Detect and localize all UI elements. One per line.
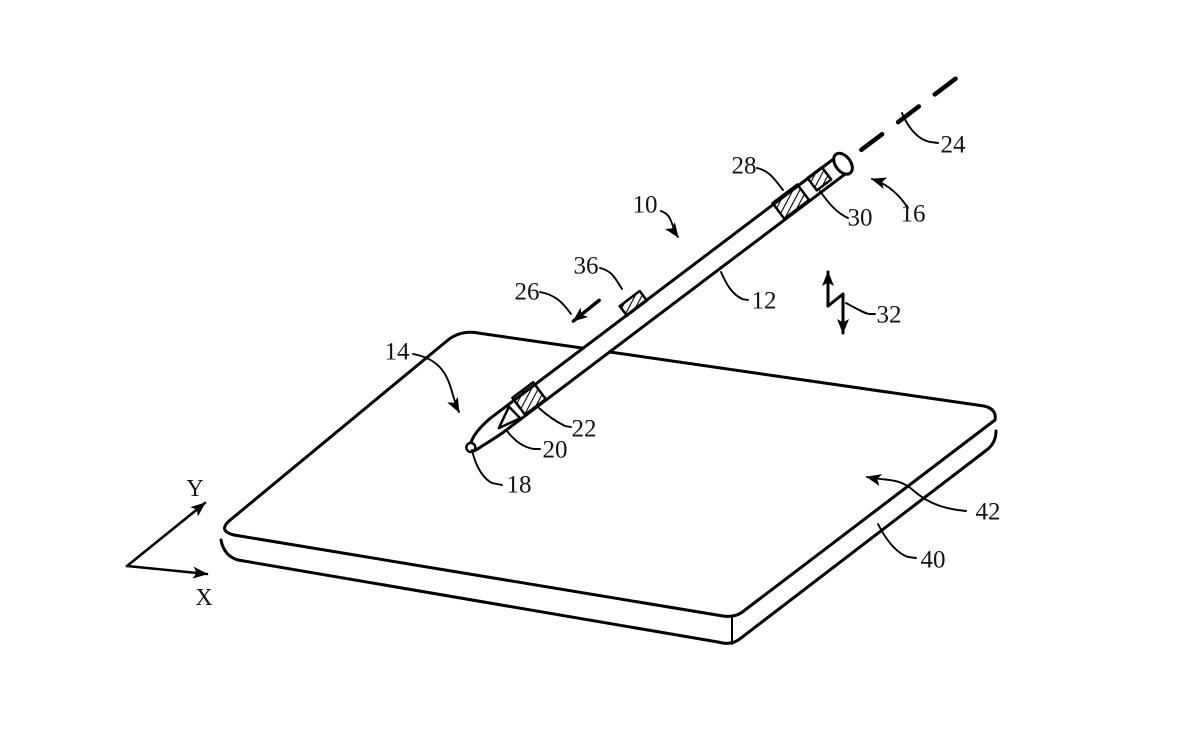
leader-24 <box>901 112 939 144</box>
x-axis-arrow <box>125 564 209 579</box>
tablet-top-surface <box>223 330 997 618</box>
ref-label-26: 26 <box>514 278 540 306</box>
tablet-drawing <box>219 330 998 645</box>
leader-40 <box>877 523 917 559</box>
ref-label-10: 10 <box>632 191 658 219</box>
ref-label-16: 16 <box>900 200 926 228</box>
ref-label-40: 40 <box>920 546 946 574</box>
x-axis-label: X <box>195 585 213 611</box>
leader-32 <box>845 302 876 315</box>
ref-label-30: 30 <box>847 204 873 232</box>
tablet-side-face-outline <box>219 429 998 645</box>
ref-label-20: 20 <box>542 436 568 464</box>
leader-26 <box>539 291 572 315</box>
tip-sensor-triangle <box>497 405 522 430</box>
ref-label-36: 36 <box>573 252 599 280</box>
motion-arrow <box>571 298 601 323</box>
y-axis-label: Y <box>186 476 204 502</box>
leader-22 <box>538 407 572 428</box>
leader-10 <box>660 210 679 238</box>
ref-label-14: 14 <box>384 338 410 366</box>
ref-label-42: 42 <box>975 498 1001 526</box>
leader-12 <box>720 271 749 301</box>
ref-label-28: 28 <box>731 152 757 180</box>
leader-14 <box>412 353 460 413</box>
stylus-end-cap <box>832 151 854 176</box>
leader-30 <box>819 190 849 219</box>
leader-42 <box>866 474 967 512</box>
ref-label-18: 18 <box>506 471 532 499</box>
y-axis-arrow <box>125 501 207 568</box>
stylus-drawing <box>465 72 964 454</box>
stylus-tip-ball <box>465 441 477 454</box>
ref-label-32: 32 <box>876 301 902 329</box>
cap-electrode-hatch-large <box>771 183 811 220</box>
coordinate-axes <box>125 501 209 579</box>
leader-16 <box>871 177 909 209</box>
leader-28 <box>756 167 784 191</box>
leader-20 <box>506 430 541 450</box>
tip-electrode-hatch <box>511 380 548 416</box>
wireless-signal-icon <box>822 270 849 335</box>
leader-lines <box>412 112 967 559</box>
ref-label-12: 12 <box>751 287 777 315</box>
side-button-hatch <box>618 289 649 317</box>
cap-electrode-hatch-small <box>806 165 833 192</box>
ref-label-22: 22 <box>571 415 597 443</box>
leader-18 <box>471 449 503 486</box>
ref-label-24: 24 <box>940 131 966 159</box>
leader-36 <box>599 267 623 290</box>
dashed-axis-line <box>859 72 964 153</box>
